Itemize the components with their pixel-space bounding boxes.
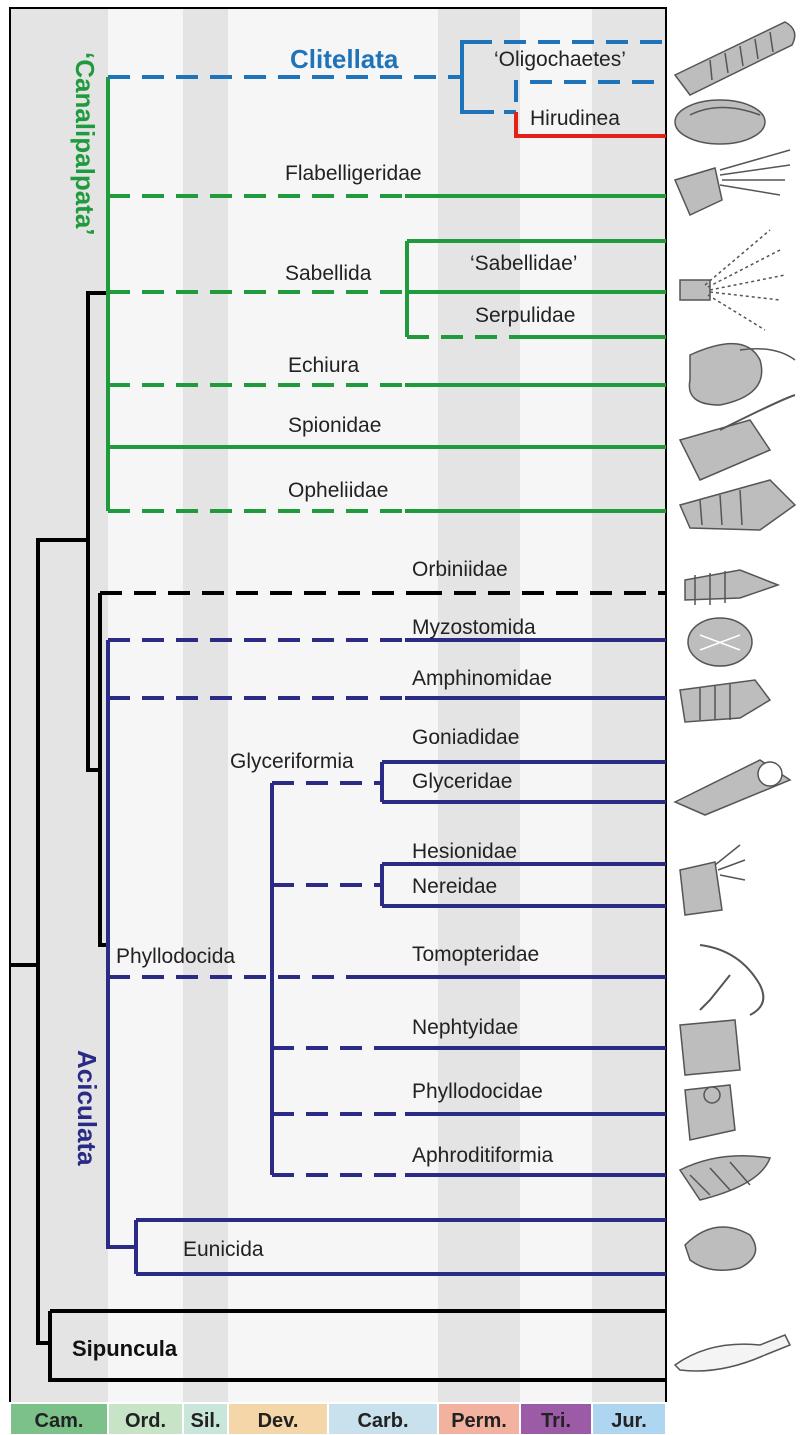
amphinomid-icon	[680, 680, 770, 722]
label-nephtyidae: Nephtyidae	[412, 1016, 518, 1039]
organism-illustrations	[675, 22, 795, 1371]
label-flabelligeridae: Flabelligeridae	[285, 162, 422, 185]
nereid-icon	[680, 845, 745, 915]
label-glyceridae: Glyceridae	[412, 770, 512, 793]
glycerid-icon	[675, 760, 790, 815]
period-bar: Cam. Ord. Sil. Dev. Carb. Perm. Tri. Jur.	[10, 1403, 666, 1435]
label-sipuncula: Sipuncula	[72, 1336, 178, 1361]
aciculata-label: Aciculata	[72, 1050, 102, 1166]
label-serpulidae: Serpulidae	[475, 304, 575, 327]
label-goniadidae: Goniadidae	[412, 726, 519, 749]
period-label: Dev.	[258, 1410, 299, 1432]
label-tomopteridae: Tomopteridae	[412, 943, 539, 966]
eunicid-icon	[685, 1227, 756, 1270]
oligochaete-icon	[675, 22, 795, 95]
echiura-icon	[689, 344, 795, 405]
label-hesionidae: Hesionidae	[412, 840, 517, 863]
leech-icon	[675, 100, 765, 144]
label-sabellidae: ‘Sabellidae’	[470, 252, 577, 275]
sipunculid-icon	[675, 1335, 790, 1371]
label-sabellida: Sabellida	[285, 262, 372, 285]
label-phyllodocidae: Phyllodocidae	[412, 1080, 543, 1103]
tomopterid-icon	[700, 945, 763, 1015]
label-amphinomidae: Amphinomidae	[412, 667, 552, 690]
period-label: Cam.	[35, 1410, 84, 1432]
period-label: Ord.	[125, 1410, 166, 1432]
opheliid-icon	[680, 480, 795, 530]
label-orbiniidae: Orbiniidae	[412, 558, 508, 581]
label-nereidae: Nereidae	[412, 875, 497, 898]
label-oligochaetes: ‘Oligochaetes’	[494, 48, 626, 71]
clitellata-label: Clitellata	[290, 44, 399, 74]
label-opheliidae: Opheliidae	[288, 479, 388, 502]
period-label: Sil.	[190, 1410, 220, 1432]
period-label: Tri.	[541, 1410, 571, 1432]
aphroditid-icon	[680, 1156, 770, 1200]
period-label: Carb.	[357, 1410, 408, 1432]
period-label: Perm.	[451, 1410, 507, 1432]
sabellid-icon	[680, 230, 785, 330]
orbiniid-icon	[685, 570, 778, 605]
flabelligerid-icon	[675, 150, 790, 215]
nephtyid-icon	[680, 1020, 740, 1075]
myzostomid-icon	[688, 618, 752, 666]
spionid-icon	[680, 395, 795, 480]
label-glyceriformia: Glyceriformia	[230, 750, 354, 773]
phyllodocid-icon	[685, 1085, 735, 1140]
label-aphroditiformia: Aphroditiformia	[412, 1144, 554, 1167]
label-myzostomida: Myzostomida	[412, 616, 536, 639]
canalipalpata-label: ‘Canalipalpata’	[70, 52, 100, 236]
label-eunicida: Eunicida	[183, 1238, 264, 1261]
label-phyllodocida: Phyllodocida	[116, 945, 235, 968]
label-hirudinea: Hirudinea	[530, 107, 620, 130]
period-label: Jur.	[611, 1410, 647, 1432]
label-spionidae: Spionidae	[288, 414, 381, 437]
label-echiura: Echiura	[288, 354, 360, 377]
